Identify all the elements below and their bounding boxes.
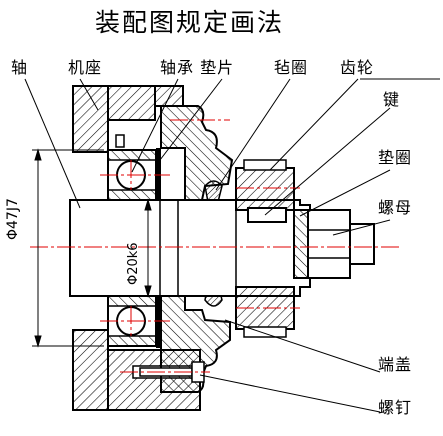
label-washer: 垫圈 [378, 148, 413, 167]
label-shaft: 轴 [11, 58, 29, 77]
label-nut: 螺母 [378, 198, 413, 217]
key [247, 207, 287, 223]
dimension-lines [32, 148, 152, 348]
label-end-cap: 端盖 [378, 355, 413, 374]
nut [307, 209, 375, 279]
label-gear: 齿轮 [340, 58, 375, 77]
gear [235, 159, 295, 338]
dimension-fit: Φ20k6 [126, 242, 141, 285]
page-title: 装配图规定画法 [95, 8, 285, 37]
label-seat: 机座 [68, 58, 103, 77]
label-key: 键 [383, 90, 401, 109]
washer-plate-lower [156, 296, 161, 348]
center-lines [30, 119, 400, 373]
label-screw: 螺钉 [378, 398, 413, 417]
dimension-diameter: Φ47J7 [5, 198, 21, 240]
shaft [69, 199, 311, 297]
label-felt-ring: 毡圈 [274, 58, 309, 77]
washer-plate-upper [156, 148, 161, 200]
label-bearing-washer: 轴承 垫片 [160, 58, 235, 77]
washer [293, 209, 309, 279]
leader-lines [24, 78, 440, 413]
